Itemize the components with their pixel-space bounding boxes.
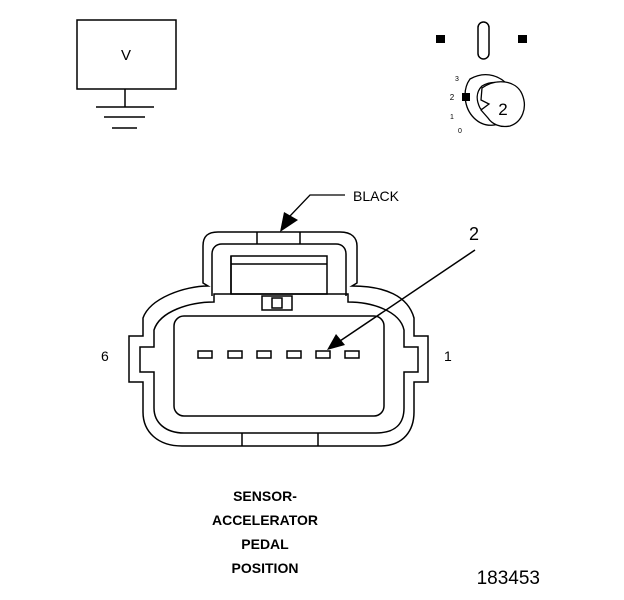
caption-line-1: SENSOR- — [233, 488, 297, 504]
wire-color-label: BLACK — [353, 188, 400, 204]
selected-position: 2 — [498, 100, 507, 119]
pin-2 — [315, 350, 331, 359]
pin-6 — [197, 350, 213, 359]
position-2: 2 — [450, 93, 455, 102]
caption-line-4: POSITION — [231, 560, 299, 576]
voltmeter-symbol: V — [76, 19, 177, 129]
pin-6-label: 6 — [101, 348, 109, 364]
voltmeter-label: V — [121, 47, 131, 64]
position-1: 1 — [450, 114, 454, 121]
pin-1-label: 1 — [444, 348, 452, 364]
pin-row — [197, 350, 360, 359]
selector-icon: 3 2 1 0 2 — [436, 21, 527, 135]
position-3: 3 — [455, 76, 459, 83]
pin-3 — [286, 350, 302, 359]
caption-line-3: PEDAL — [241, 536, 289, 552]
pin-1 — [344, 350, 360, 359]
component-caption: SENSOR- ACCELERATOR PEDAL POSITION — [190, 484, 340, 580]
wire-color-callout: BLACK — [280, 188, 400, 232]
pin-5 — [227, 350, 243, 359]
caption-line-2: ACCELERATOR — [211, 512, 319, 528]
connector-housing — [128, 231, 429, 447]
figure-number: 183453 — [476, 568, 540, 589]
position-0: 0 — [458, 128, 462, 135]
pin-4 — [256, 350, 272, 359]
terminal-label: 2 — [469, 224, 479, 244]
terminal-callout: 2 — [327, 224, 479, 350]
